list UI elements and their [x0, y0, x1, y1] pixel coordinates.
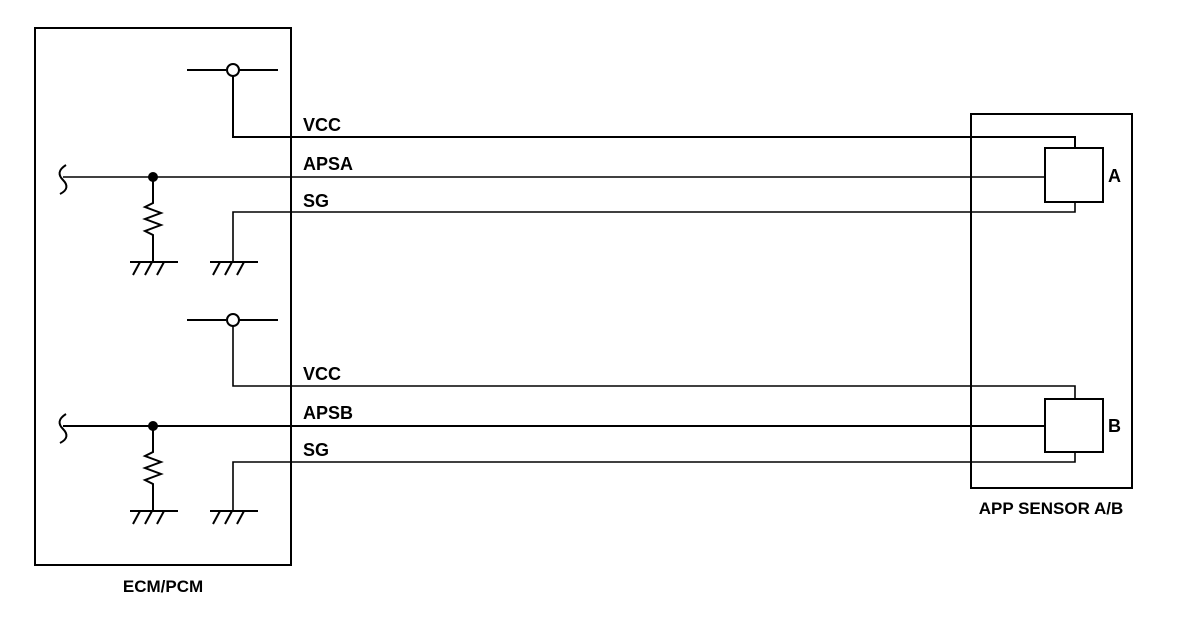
vcc-terminal-a	[226, 63, 240, 77]
app-sensor-box	[970, 113, 1133, 489]
circuit-b: VCC APSB SG B	[58, 313, 1121, 525]
ground-symbol-b-right	[210, 510, 258, 525]
resistor-a	[142, 177, 164, 262]
ground-symbol-a-left	[130, 261, 178, 276]
break-symbol-a	[58, 164, 68, 195]
sensor-element-b	[1044, 398, 1104, 453]
ground-symbol-b-left	[130, 510, 178, 525]
sg-wire-a	[232, 202, 1076, 262]
vcc-label-a: VCC	[303, 115, 341, 135]
signal-label-b: APSB	[303, 403, 353, 423]
circuit-a: VCC APSA SG A	[58, 63, 1121, 276]
sensor-element-label-a: A	[1108, 166, 1121, 186]
sg-label-a: SG	[303, 191, 329, 211]
sensor-element-a	[1044, 147, 1104, 203]
vcc-terminal-b	[226, 313, 240, 327]
sg-wire-b	[232, 452, 1076, 511]
break-symbol-b	[58, 413, 68, 444]
app-sensor-label: APP SENSOR A/B	[979, 499, 1124, 518]
ecm-label: ECM/PCM	[123, 577, 203, 596]
resistor-b	[142, 426, 164, 511]
ecm-module-box	[34, 27, 292, 566]
signal-label-a: APSA	[303, 154, 353, 174]
sensor-element-label-b: B	[1108, 416, 1121, 436]
sg-label-b: SG	[303, 440, 329, 460]
ground-symbol-a-right	[210, 261, 258, 276]
vcc-wire-a	[232, 76, 1076, 148]
vcc-label-b: VCC	[303, 364, 341, 384]
vcc-wire-b	[232, 326, 1076, 399]
